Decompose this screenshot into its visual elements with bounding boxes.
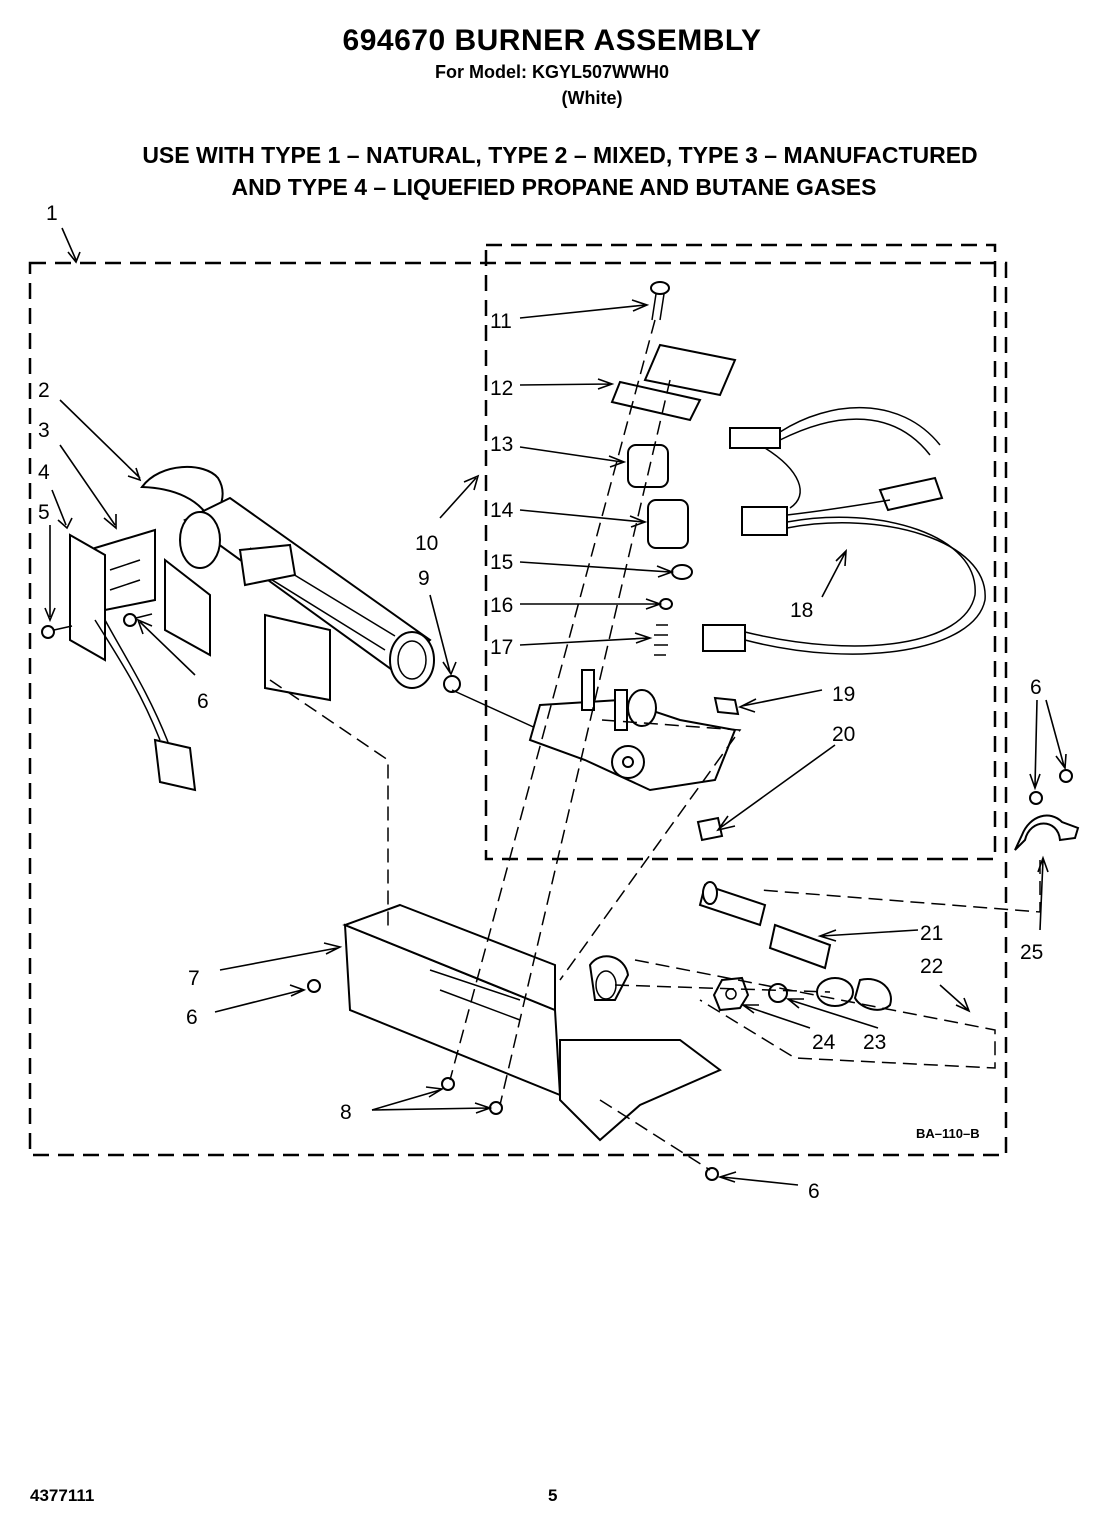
mounting-screws bbox=[307, 979, 719, 1181]
callout-25: 25 bbox=[1020, 941, 1043, 964]
igniter-bracket bbox=[69, 528, 211, 792]
page-number: 5 bbox=[548, 1486, 558, 1505]
callout-16: 16 bbox=[490, 594, 513, 617]
callout-14: 14 bbox=[490, 499, 514, 522]
color-subtitle: (White) bbox=[561, 88, 623, 108]
gas-fittings bbox=[698, 769, 1080, 1012]
callout-19: 19 bbox=[832, 683, 855, 706]
part-number: 4377111 bbox=[30, 1486, 95, 1505]
model-subtitle: For Model: KGYL507WWH0 bbox=[434, 62, 669, 82]
sensor-clip bbox=[713, 696, 740, 716]
callout-6-bracket: 6 bbox=[197, 690, 209, 713]
heat-shield-plate bbox=[264, 613, 331, 702]
callout-3: 3 bbox=[38, 419, 50, 442]
valve-subassembly-boundary bbox=[484, 243, 997, 861]
callout-8: 8 bbox=[340, 1101, 352, 1124]
callout-1: 1 bbox=[46, 202, 58, 225]
callout-15: 15 bbox=[490, 551, 513, 574]
wiring-harness bbox=[702, 407, 986, 655]
usage-line-1: USE WITH TYPE 1 – NATURAL, TYPE 2 – MIXE… bbox=[142, 142, 978, 168]
burner-base-bracket bbox=[342, 903, 722, 1142]
callout-6-base: 6 bbox=[186, 1006, 198, 1029]
callout-17: 17 bbox=[490, 636, 513, 659]
callout-13: 13 bbox=[490, 433, 513, 456]
callout-2: 2 bbox=[38, 379, 50, 402]
orifice-line bbox=[451, 689, 541, 731]
callout-9: 9 bbox=[418, 567, 430, 590]
callout-6-clamp: 6 bbox=[1030, 676, 1042, 699]
callout-10: 10 bbox=[415, 532, 438, 555]
callout-7: 7 bbox=[188, 967, 200, 990]
bracket-screws bbox=[41, 613, 153, 639]
callout-6-lower: 6 bbox=[808, 1180, 820, 1203]
callout-20: 20 bbox=[832, 723, 855, 746]
callout-22: 22 bbox=[920, 955, 943, 978]
page-title: 694670 BURNER ASSEMBLY bbox=[342, 24, 762, 57]
callout-18: 18 bbox=[790, 599, 813, 622]
callout-4: 4 bbox=[38, 461, 50, 484]
plug-cap bbox=[696, 816, 724, 842]
usage-line-2: AND TYPE 4 – LIQUEFIED PROPANE AND BUTAN… bbox=[231, 174, 877, 200]
callout-23: 23 bbox=[863, 1031, 886, 1054]
gas-valve-body bbox=[528, 669, 737, 792]
drawing-code: BA–110–B bbox=[916, 1126, 980, 1141]
leader-lines bbox=[44, 227, 1067, 1186]
callout-5: 5 bbox=[38, 501, 50, 524]
callout-11: 11 bbox=[490, 310, 512, 333]
assembly-boundary bbox=[28, 261, 1008, 1157]
callout-12: 12 bbox=[490, 377, 513, 400]
orifice bbox=[443, 675, 461, 693]
gas-valve-stack bbox=[610, 281, 737, 656]
burner-tube bbox=[140, 466, 435, 689]
callout-24: 24 bbox=[812, 1031, 836, 1054]
callout-21: 21 bbox=[920, 922, 943, 945]
